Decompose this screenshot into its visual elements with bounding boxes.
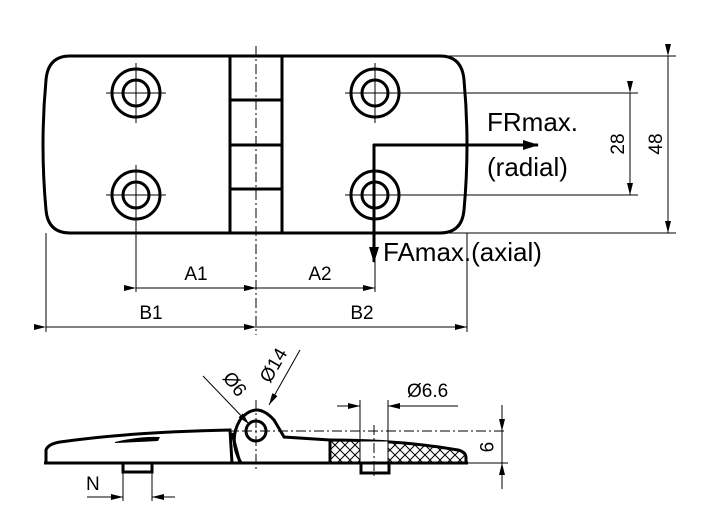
dimension-a2: A2 bbox=[244, 264, 375, 291]
right-stud bbox=[359, 461, 391, 475]
label-n: N bbox=[86, 474, 100, 495]
label-28: 28 bbox=[608, 133, 629, 154]
label-d6-6: Ø6.6 bbox=[407, 381, 448, 402]
dimension-hole-diameter: Ø6.6 bbox=[337, 381, 458, 441]
top-view: A1 A2 B1 B2 28 48 FRmax. (radial) FAm bbox=[34, 44, 676, 335]
label-48: 48 bbox=[646, 133, 667, 154]
force-arrows: FRmax. (radial) FAmax.(axial) bbox=[369, 107, 578, 267]
right-leaf-hatched bbox=[328, 438, 468, 465]
dimension-knuckle-diameter: Ø14 bbox=[256, 345, 301, 406]
label-9: 9 bbox=[475, 442, 496, 453]
dimension-height-9: 9 bbox=[475, 405, 505, 489]
label-b2: B2 bbox=[350, 303, 373, 324]
label-a2: A2 bbox=[308, 264, 331, 285]
label-d14: Ø14 bbox=[256, 345, 292, 387]
label-radial: (radial) bbox=[487, 152, 568, 182]
mounting-hole bbox=[106, 165, 166, 225]
dimension-28: 28 bbox=[608, 81, 633, 195]
label-b1: B1 bbox=[139, 303, 162, 324]
left-stud bbox=[121, 461, 154, 474]
label-fa-max: FAmax.(axial) bbox=[383, 237, 542, 267]
label-a1: A1 bbox=[184, 264, 207, 285]
dimension-n: N bbox=[86, 472, 175, 501]
side-view: Ø6 Ø14 Ø6.6 9 N bbox=[44, 345, 508, 501]
dimension-a1: A1 bbox=[124, 264, 256, 291]
dimension-b1: B1 bbox=[34, 303, 256, 330]
left-leaf-shade bbox=[115, 436, 160, 443]
dimension-48: 48 bbox=[646, 44, 671, 233]
mounting-hole bbox=[345, 63, 405, 123]
mounting-hole bbox=[106, 63, 166, 123]
left-leaf bbox=[44, 428, 234, 465]
dimension-b2: B2 bbox=[244, 303, 467, 330]
label-fr-max: FRmax. bbox=[487, 107, 578, 137]
